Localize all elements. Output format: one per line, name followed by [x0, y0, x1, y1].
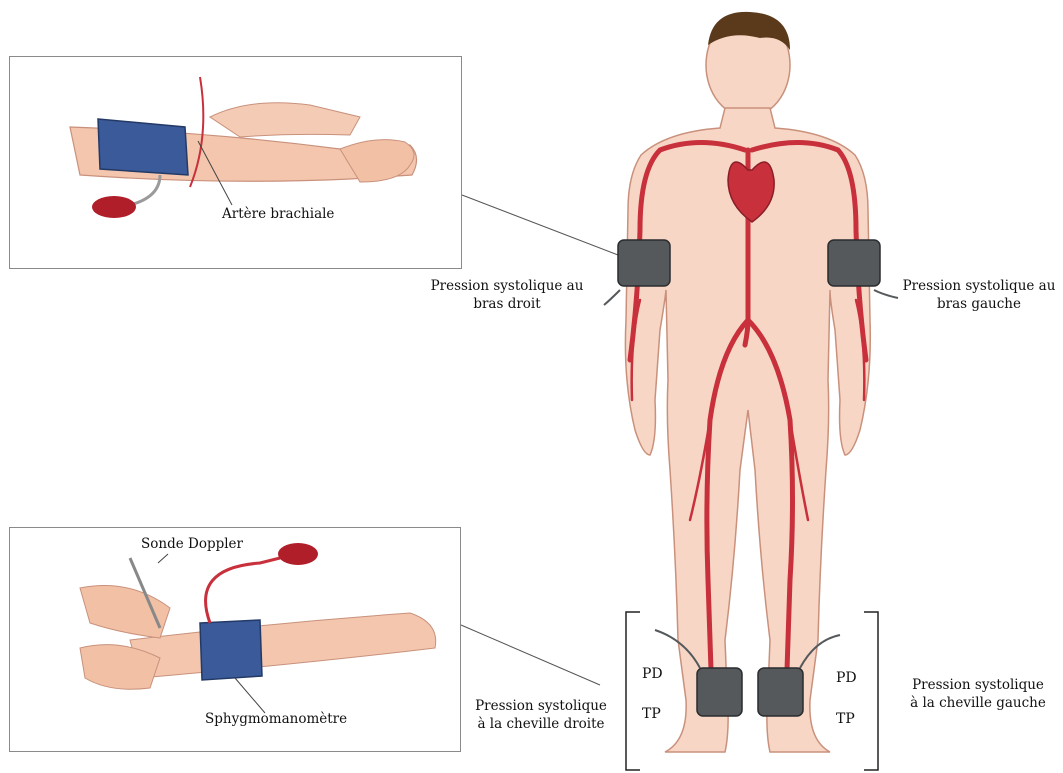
right-ankle-label-line1: Pression systolique [466, 697, 616, 715]
left-ankle-label-line1: Pression systolique [898, 676, 1058, 694]
right-arm-cuff [618, 240, 670, 286]
tp-left-ankle-label: TP [836, 711, 855, 727]
right-ankle-cuff [697, 668, 742, 716]
tp-right-ankle-label: TP [642, 706, 661, 722]
right-ankle-label-line2: à la cheville droite [466, 715, 616, 733]
right-arm-pressure-label: Pression systolique au bras droit [418, 277, 596, 313]
pd-right-ankle-label: PD [642, 666, 663, 682]
right-ankle-pressure-label: Pression systolique à la cheville droite [466, 697, 616, 733]
right-bracket [864, 612, 878, 770]
left-arm-pressure-label: Pression systolique au bras gauche [895, 277, 1063, 313]
left-arm-label-line2: bras gauche [895, 295, 1063, 313]
left-bracket [626, 612, 640, 770]
left-ankle-label-line2: à la cheville gauche [898, 694, 1058, 712]
left-ankle-cuff [758, 668, 803, 716]
left-ankle-pressure-label: Pression systolique à la cheville gauche [898, 676, 1058, 712]
left-arm-cuff [828, 240, 880, 286]
right-arm-label-line1: Pression systolique au [418, 277, 596, 295]
right-arm-label-line2: bras droit [418, 295, 596, 313]
pd-left-ankle-label: PD [836, 670, 857, 686]
left-arm-label-line1: Pression systolique au [895, 277, 1063, 295]
